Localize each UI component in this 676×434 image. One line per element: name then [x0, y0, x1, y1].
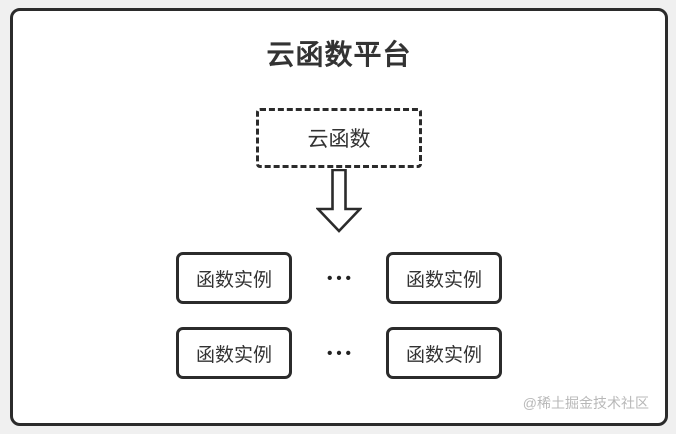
cloud-function-node: 云函数 [256, 108, 422, 168]
instance-node: 函数实例 [386, 327, 502, 379]
watermark-text: @稀土掘金技术社区 [522, 395, 649, 411]
instance-label: 函数实例 [405, 269, 482, 291]
instance-row-2: 函数实例 ••• 函数实例 [13, 327, 665, 379]
diagram-frame: 云函数平台 云函数 函数实例 ••• 函数实例 函数实例 ••• 函数实例 [10, 8, 668, 426]
diagram-title: 云函数平台 [266, 39, 412, 70]
ellipsis-separator: ••• [327, 344, 355, 362]
instance-row-1: 函数实例 ••• 函数实例 [13, 252, 665, 304]
instance-label: 函数实例 [195, 269, 272, 291]
ellipsis-separator: ••• [327, 269, 355, 287]
down-arrow-icon [314, 168, 364, 233]
instance-label: 函数实例 [405, 344, 482, 366]
cloud-function-label: 云函数 [307, 128, 371, 151]
instance-node: 函数实例 [176, 252, 292, 304]
instance-node: 函数实例 [176, 327, 292, 379]
instance-label: 函数实例 [195, 344, 272, 366]
instance-node: 函数实例 [386, 252, 502, 304]
